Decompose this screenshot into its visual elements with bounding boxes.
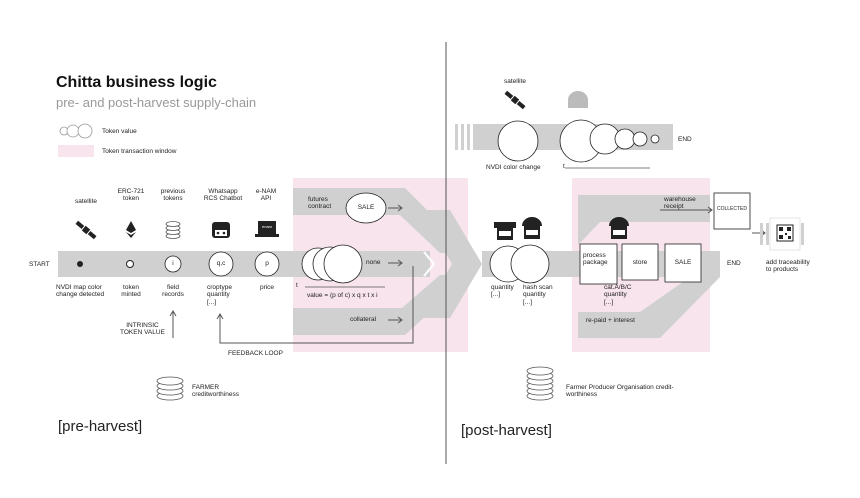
croptype-caption: croptype quantity [...] bbox=[207, 284, 232, 306]
fpo-coin-stack-icon bbox=[526, 366, 554, 401]
traceability-label: add traceability to products bbox=[766, 259, 810, 274]
warehouse-label: warehouse receipt bbox=[664, 196, 696, 211]
pre-harvest-section: [pre-harvest] bbox=[58, 418, 143, 435]
collected-label: COLLECTED bbox=[716, 206, 748, 212]
none-label: none bbox=[366, 259, 381, 266]
value-cluster bbox=[301, 244, 363, 284]
ndvi-caption: NVDI map color change detected bbox=[56, 284, 105, 299]
ethereum-icon-base bbox=[126, 232, 136, 238]
merge-chevron bbox=[420, 210, 482, 318]
legend-token-value: Token value bbox=[102, 128, 137, 135]
worker-icon-3 bbox=[609, 217, 629, 239]
price-node-label: p bbox=[265, 260, 269, 267]
whatsapp-label: Whatsapp RCS Chatbot bbox=[203, 188, 243, 203]
previous-tokens-label: previous tokens bbox=[160, 188, 186, 203]
minted-node bbox=[126, 260, 134, 268]
chatbot-icon bbox=[212, 222, 230, 238]
post-top-stripes bbox=[455, 124, 470, 150]
qc-node-label: q,c bbox=[216, 260, 226, 267]
collected-box bbox=[713, 192, 751, 230]
post-harvest-section: [post-harvest] bbox=[461, 422, 552, 439]
enam-badge: enam bbox=[261, 224, 273, 229]
database-icon bbox=[165, 221, 181, 239]
post-satellite-label: satellite bbox=[503, 78, 527, 85]
intrinsic-label: INTRINSIC TOKEN VALUE bbox=[120, 322, 165, 337]
farmer-label: FARMER creditworthiness bbox=[192, 384, 239, 399]
minted-caption: token minted bbox=[121, 284, 141, 299]
farmer-icon bbox=[494, 222, 516, 240]
legend-circles bbox=[59, 123, 93, 139]
t-caption: t bbox=[296, 282, 298, 289]
hashscan-caption: hash scan quantity [...] bbox=[523, 284, 553, 306]
field-node-label: i bbox=[172, 260, 174, 267]
satellite-icon bbox=[75, 220, 97, 240]
repaid-branch bbox=[578, 277, 720, 338]
records-caption: field records bbox=[162, 284, 184, 299]
enam-icon bbox=[255, 221, 279, 237]
process-box bbox=[579, 243, 618, 285]
collateral-branch bbox=[293, 275, 470, 335]
farmer-coin-stack-icon bbox=[156, 376, 184, 401]
process-label: process package bbox=[583, 252, 608, 267]
page-title: Chitta business logic bbox=[56, 74, 217, 91]
pre-main-band bbox=[58, 251, 430, 277]
sale-oval-label: SALE bbox=[357, 204, 375, 211]
repaid-label: re-paid + interest bbox=[586, 317, 635, 324]
fpo-label: Farmer Producer Organisation credit- wor… bbox=[566, 384, 674, 399]
futures-branch bbox=[293, 188, 470, 253]
satellite-icon-post bbox=[504, 90, 526, 110]
sale-oval bbox=[345, 192, 387, 224]
price-caption: price bbox=[259, 284, 275, 291]
legend-window-swatch bbox=[58, 145, 94, 157]
store-label: store bbox=[632, 259, 648, 266]
ndvi-node bbox=[77, 261, 83, 267]
worker-icon-2 bbox=[522, 217, 542, 239]
enam-label: e-NAM API bbox=[255, 188, 277, 203]
price-node bbox=[254, 251, 280, 277]
collateral-label: collateral bbox=[350, 316, 377, 323]
post-main-cluster bbox=[489, 244, 550, 284]
start-label: START bbox=[29, 261, 50, 268]
qc-node bbox=[208, 251, 234, 277]
post-t-label: t bbox=[563, 163, 565, 170]
feedback-label: FEEDBACK LOOP bbox=[228, 350, 283, 357]
cat-caption: cat.A/B/C quantity [...] bbox=[604, 284, 632, 306]
legend-token-window: Token transaction window bbox=[102, 148, 177, 155]
post-end-top: END bbox=[678, 136, 692, 143]
post-sale-label: SALE bbox=[674, 259, 692, 266]
ethereum-icon bbox=[126, 221, 136, 233]
satellite-label: satellite bbox=[74, 198, 98, 205]
page-subtitle: pre- and post-harvest supply-chain bbox=[56, 95, 257, 110]
sale-box bbox=[664, 243, 702, 283]
formula: value = (p of c) x q x t x i bbox=[307, 292, 378, 299]
warehouse-branch bbox=[578, 195, 710, 245]
post-end-label: END bbox=[727, 260, 741, 267]
qr-code-icon bbox=[776, 224, 794, 242]
worker-icon bbox=[568, 91, 588, 108]
post-top-cluster bbox=[497, 119, 660, 163]
field-node bbox=[164, 255, 182, 273]
arrows bbox=[169, 204, 766, 344]
futures-label: futures contract bbox=[308, 196, 332, 211]
erc-label: ERC-721 token bbox=[117, 188, 145, 203]
post-ndvi-label: NVDI color change bbox=[486, 164, 541, 171]
store-box bbox=[621, 243, 659, 281]
post-quantity-caption: quantity [...] bbox=[491, 284, 514, 299]
